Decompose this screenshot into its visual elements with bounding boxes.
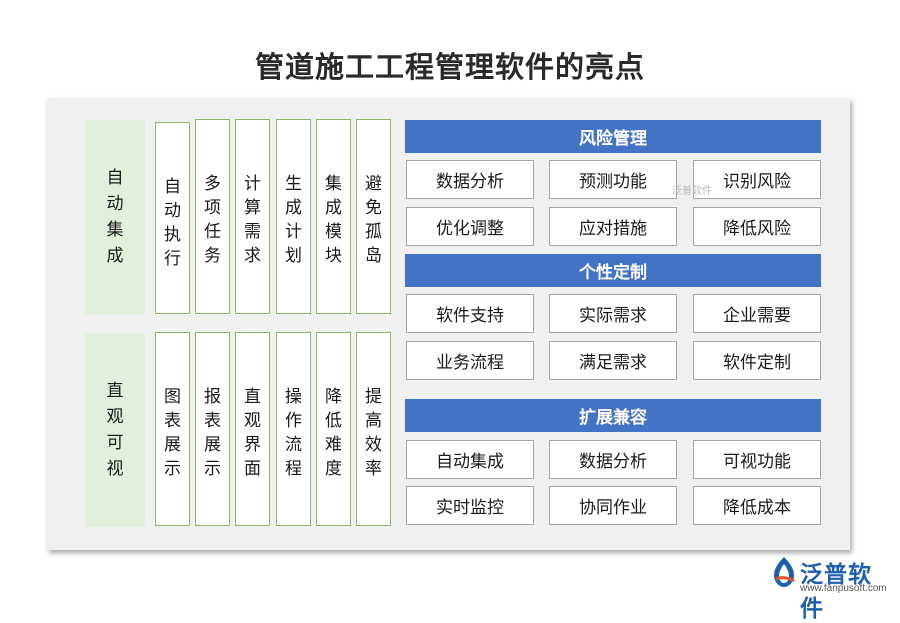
- section-header-customization: 个性定制: [405, 254, 821, 287]
- feature-column: 图表展示: [155, 332, 190, 526]
- feature-box: 数据分析: [406, 160, 534, 199]
- feature-box: 识别风险: [693, 160, 821, 199]
- feature-box: 实时监控: [406, 486, 534, 525]
- feature-text: 图表展示: [164, 387, 181, 479]
- feature-column: 避免孤岛: [356, 119, 391, 314]
- feature-box: 实际需求: [549, 294, 677, 333]
- feature-text: 避免孤岛: [365, 174, 382, 266]
- section-header-risk: 风险管理: [405, 120, 821, 153]
- feature-column: 生成计划: [276, 119, 311, 314]
- feature-column: 集成模块: [316, 119, 351, 314]
- feature-box: 满足需求: [549, 341, 677, 380]
- feature-text: 自动执行: [164, 177, 181, 269]
- feature-box: 预测功能: [549, 160, 677, 199]
- brand-logo: 泛普软件 www.fanpusoft.com: [770, 553, 895, 621]
- feature-text: 降低难度: [325, 387, 342, 479]
- group-label-intuitive-visual: 直观可视: [85, 333, 145, 527]
- feature-box: 软件定制: [693, 341, 821, 380]
- page-title: 管道施工工程管理软件的亮点: [254, 50, 645, 84]
- watermark-text: 泛普软件: [672, 186, 712, 197]
- group-label-text: 自动集成: [106, 168, 124, 266]
- feature-text: 提高效率: [365, 387, 382, 479]
- feature-column: 操作流程: [276, 332, 311, 526]
- feature-box: 优化调整: [406, 207, 534, 246]
- feature-column: 多项任务: [195, 119, 230, 314]
- feature-text: 计算需求: [244, 174, 261, 266]
- feature-box: 可视功能: [693, 440, 821, 479]
- feature-column: 计算需求: [235, 119, 270, 314]
- feature-box: 自动集成: [406, 440, 534, 479]
- feature-box: 协同作业: [549, 486, 677, 525]
- feature-text: 多项任务: [204, 174, 221, 266]
- feature-text: 直观界面: [244, 387, 261, 479]
- group-label-text: 直观可视: [106, 381, 124, 479]
- feature-column: 直观界面: [235, 332, 270, 526]
- logo-url: www.fanpusoft.com: [800, 583, 887, 594]
- section-header-extension: 扩展兼容: [405, 399, 821, 432]
- feature-box: 降低风险: [693, 207, 821, 246]
- feature-column: 报表展示: [195, 332, 230, 526]
- feature-text: 集成模块: [325, 174, 342, 266]
- feature-text: 操作流程: [285, 387, 302, 479]
- feature-text: 生成计划: [285, 174, 302, 266]
- feature-box: 软件支持: [406, 294, 534, 333]
- feature-box: 数据分析: [549, 440, 677, 479]
- feature-box: 业务流程: [406, 341, 534, 380]
- feature-column: 提高效率: [356, 332, 391, 526]
- feature-column: 自动执行: [155, 122, 190, 314]
- feature-column: 降低难度: [316, 332, 351, 526]
- feature-text: 报表展示: [204, 387, 221, 479]
- group-label-auto-integration: 自动集成: [85, 120, 145, 314]
- feature-box: 降低成本: [693, 486, 821, 525]
- feature-box: 应对措施: [549, 207, 677, 246]
- feature-box: 企业需要: [693, 294, 821, 333]
- logo-icon: [774, 557, 795, 587]
